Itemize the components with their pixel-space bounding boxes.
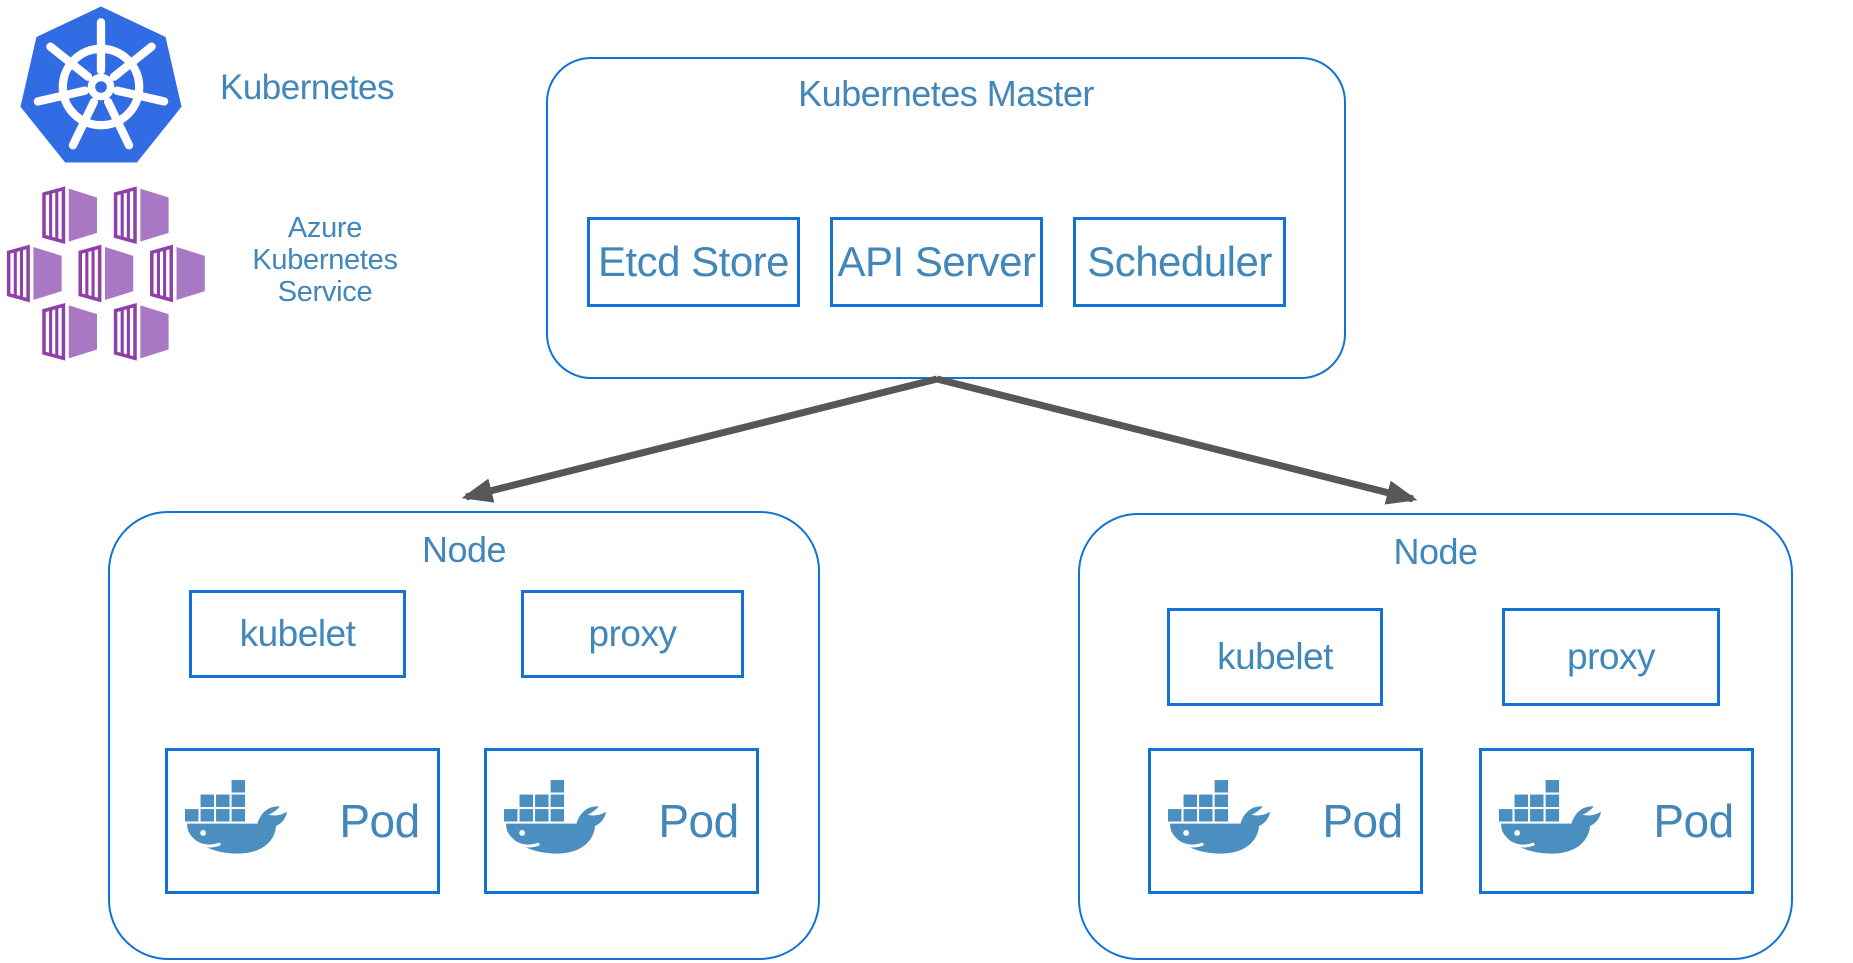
pod-label: Pod — [1653, 795, 1734, 847]
docker-whale-icon — [504, 779, 607, 854]
arrow-master-to-right-node — [936, 375, 1418, 505]
pod-box: Pod — [1479, 748, 1754, 894]
pod-label: Pod — [339, 795, 420, 847]
kubernetes-master-box: Kubernetes Master Etcd Store API Server … — [546, 57, 1346, 379]
node-box-left: Node kubelet proxy Pod — [108, 511, 820, 960]
aks-label: Azure Kubernetes Service — [235, 212, 415, 308]
kubelet-box: kubelet — [189, 590, 406, 678]
pod-box: Pod — [484, 748, 759, 894]
proxy-label: proxy — [588, 613, 677, 654]
scheduler-box: Scheduler — [1073, 217, 1286, 307]
scheduler-label: Scheduler — [1087, 238, 1272, 285]
kubelet-label: kubelet — [239, 613, 356, 654]
docker-whale-icon — [185, 779, 288, 854]
api-server-box: API Server — [830, 217, 1043, 307]
kubelet-box: kubelet — [1167, 608, 1383, 706]
docker-whale-icon — [1499, 779, 1602, 854]
pod-label: Pod — [1322, 795, 1403, 847]
proxy-box: proxy — [1502, 608, 1720, 706]
aks-label-line: Kubernetes — [252, 244, 398, 276]
pod-label: Pod — [658, 795, 739, 847]
api-server-label: API Server — [837, 238, 1036, 285]
pod-box: Pod — [165, 748, 440, 894]
etcd-store-box: Etcd Store — [587, 217, 800, 307]
master-title: Kubernetes Master — [798, 73, 1094, 114]
etcd-store-label: Etcd Store — [597, 238, 790, 285]
docker-whale-icon — [1168, 779, 1271, 854]
arrow-master-to-left-node — [461, 375, 938, 503]
node-title: Node — [421, 529, 507, 570]
kubernetes-label: Kubernetes — [220, 68, 395, 107]
pod-box: Pod — [1148, 748, 1423, 894]
node-title: Node — [1393, 531, 1478, 572]
kubernetes-logo-icon — [20, 6, 182, 163]
node-box-right: Node kubelet proxy Pod — [1078, 513, 1793, 960]
proxy-box: proxy — [521, 590, 744, 678]
aks-logo-icon — [6, 186, 207, 361]
aks-label-line: Service — [277, 276, 373, 308]
kubelet-label: kubelet — [1217, 636, 1333, 677]
proxy-label: proxy — [1567, 636, 1655, 677]
aks-label-line: Azure — [287, 212, 363, 244]
